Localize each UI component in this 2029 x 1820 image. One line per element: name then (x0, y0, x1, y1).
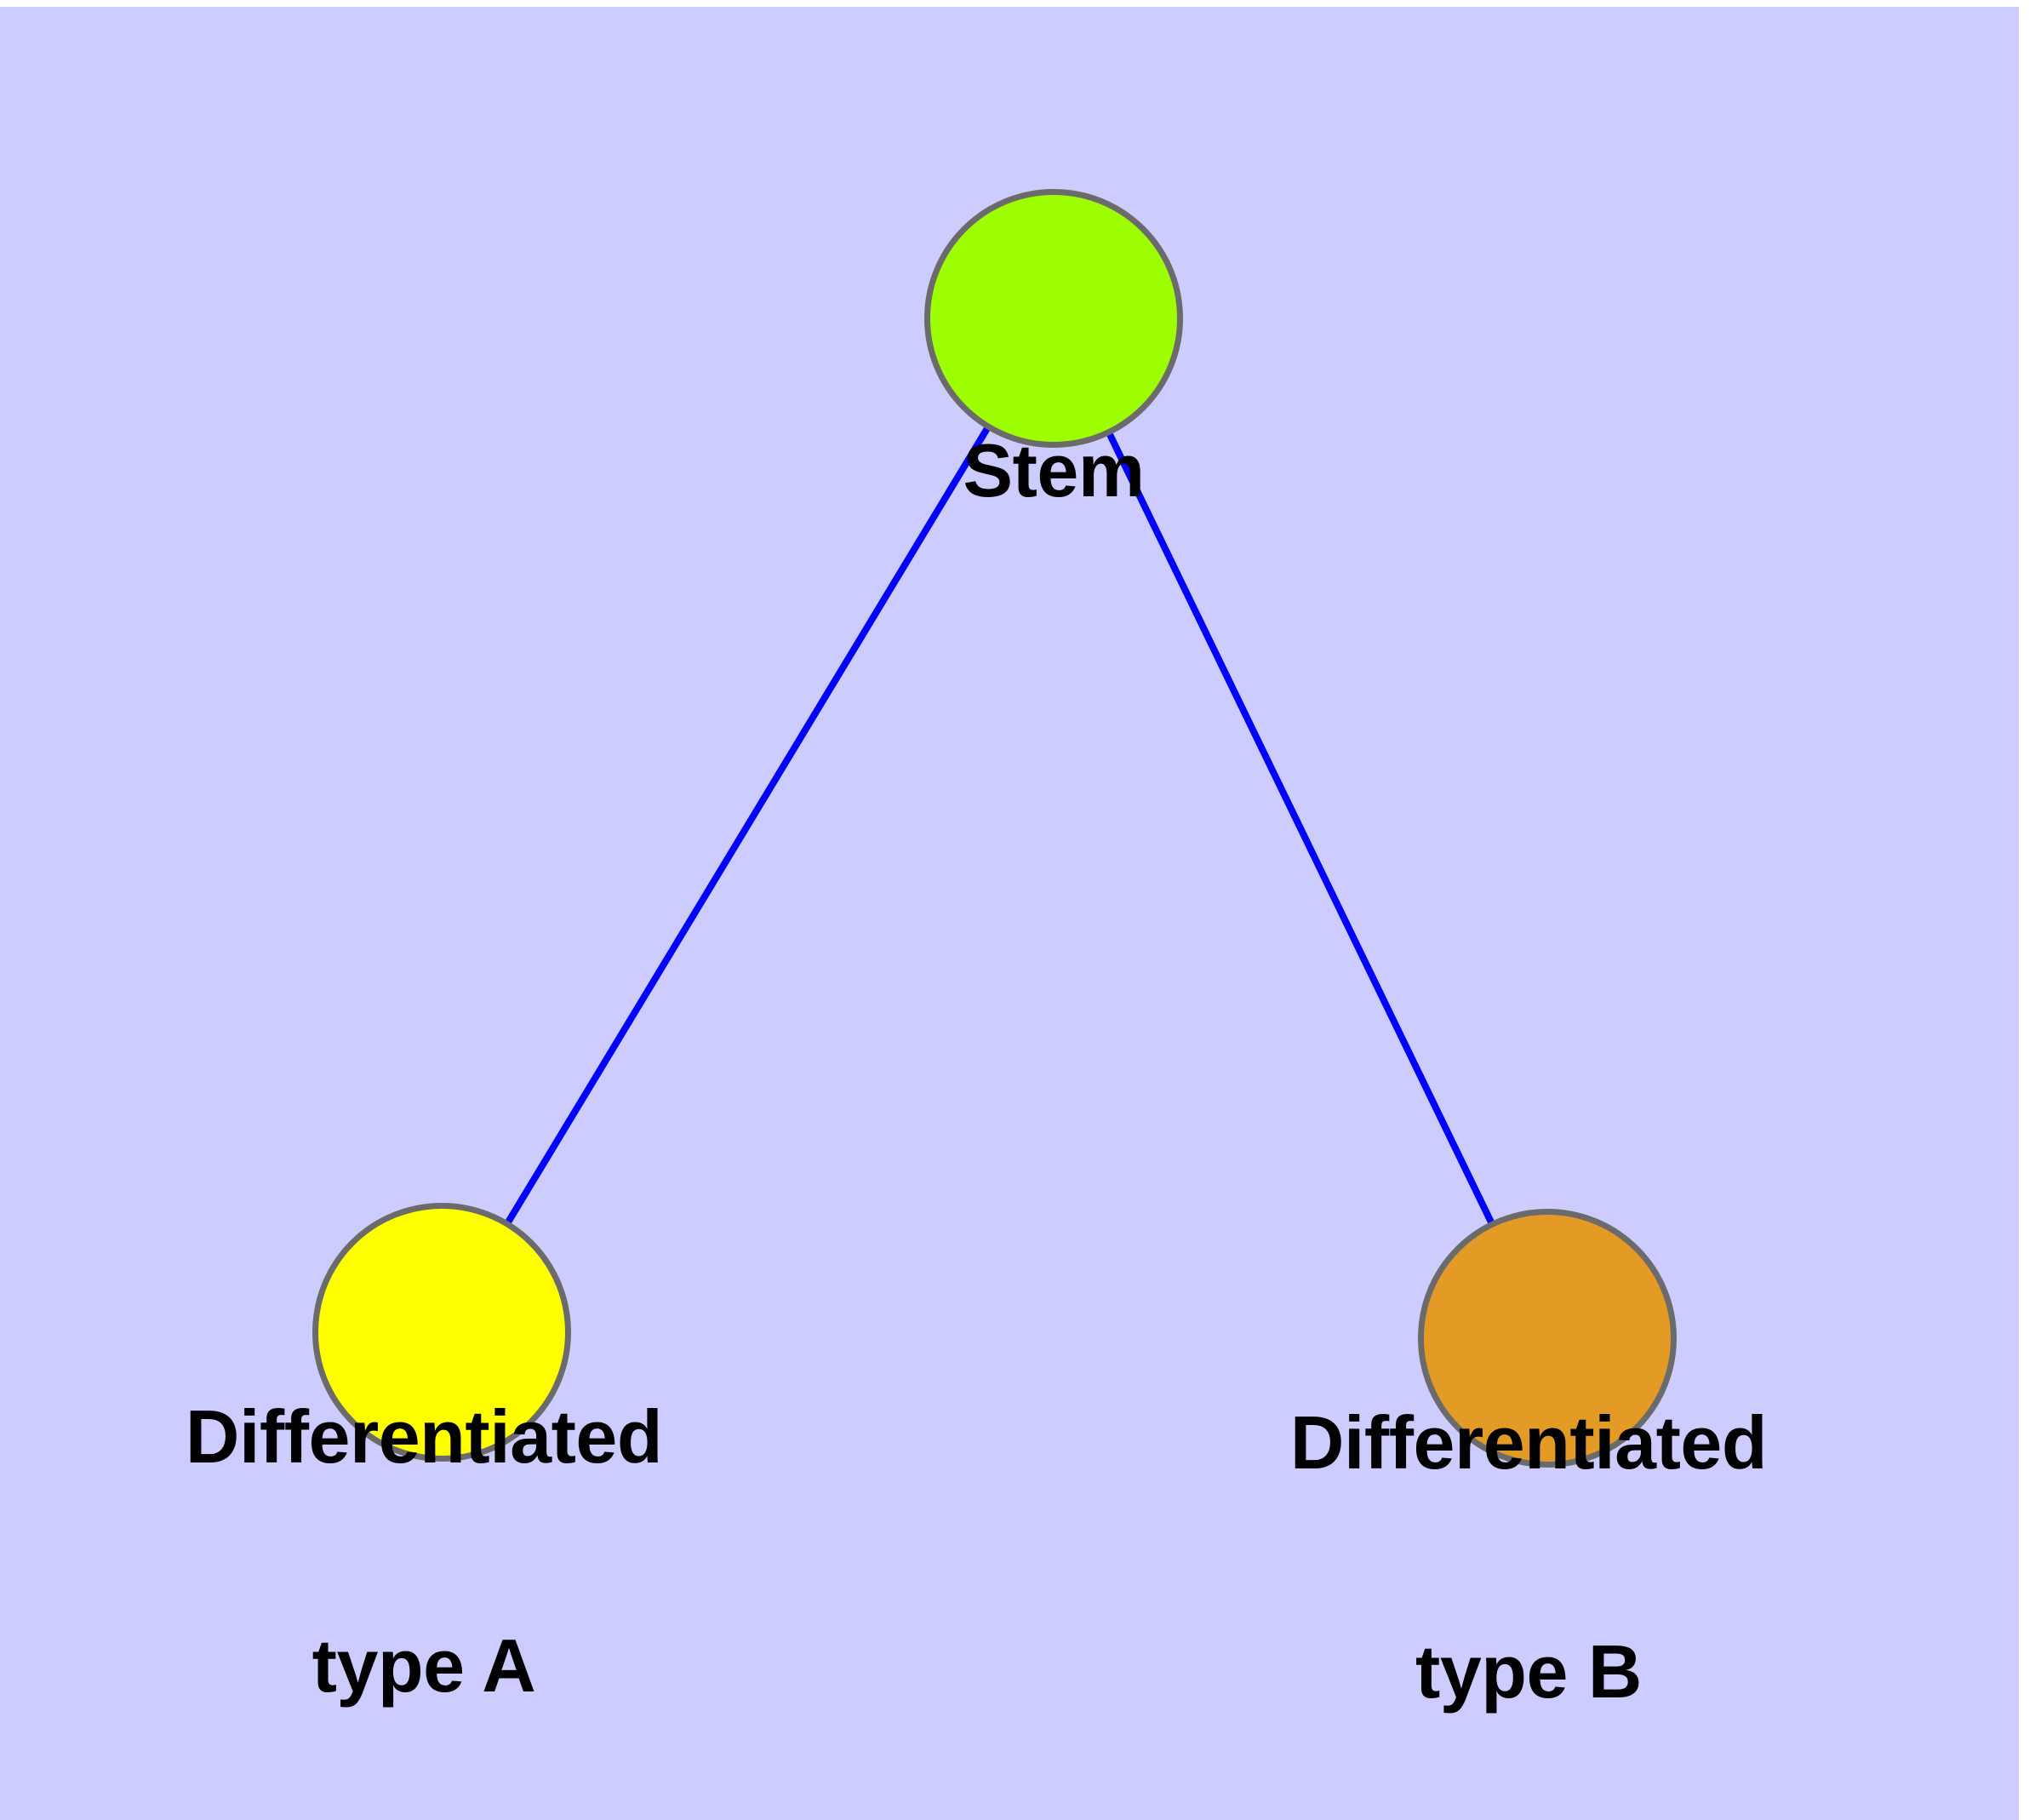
diagram-canvas: Stem Differentiated type A Differentiate… (0, 7, 2019, 1820)
graph-svg (312, 189, 1677, 1468)
node-layer (312, 189, 1677, 1468)
node-differentiated-type-b[interactable] (1418, 1209, 1677, 1468)
edge-stem-to-diff-b (1106, 431, 1495, 1226)
edge-layer (504, 425, 1495, 1226)
edge-stem-to-diff-a (504, 425, 992, 1226)
node-stem[interactable] (924, 189, 1183, 448)
node-differentiated-type-a[interactable] (312, 1203, 571, 1462)
